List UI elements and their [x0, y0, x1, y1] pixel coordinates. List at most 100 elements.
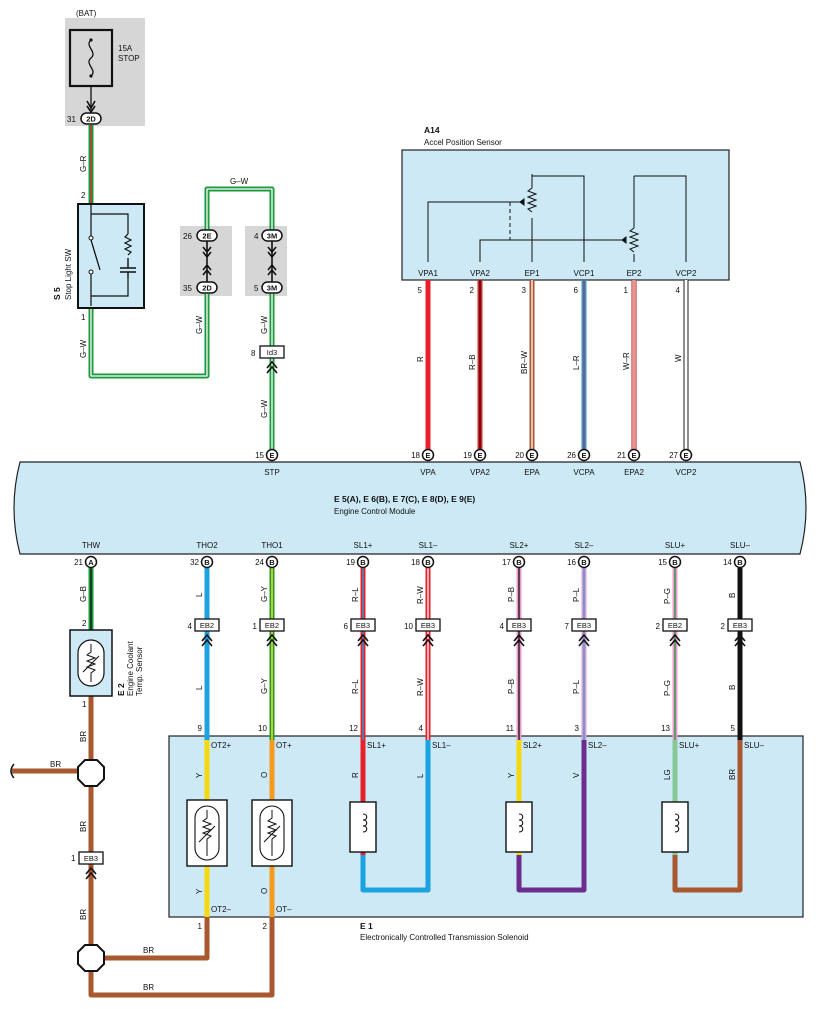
svg-text:35: 35 — [183, 284, 192, 293]
accel-sensor-box — [401, 149, 730, 281]
junction-2e-arrows — [202, 241, 212, 283]
solenoid-code: E 1 — [360, 921, 373, 931]
ecm-bottom-label: SL1+ — [354, 541, 373, 550]
lbl-g-w-2: G–W — [195, 315, 204, 334]
connector-35-2d: 2D 35 — [183, 281, 218, 294]
ecm-bottom-pin-number: 15 — [658, 558, 667, 567]
svg-text:EB3: EB3 — [84, 854, 98, 863]
svg-text:26: 26 — [183, 232, 192, 241]
eb-connector-name: EB2 — [668, 621, 682, 630]
ecm-top-pin-circle — [473, 448, 487, 462]
eb-connector-pin: 4 — [500, 622, 505, 631]
ecm-top-pin: E18 — [411, 448, 435, 462]
lbl-y-sol: Y — [507, 772, 516, 778]
lbl-p-b-1: P–B — [507, 587, 516, 602]
ecm-bottom-pin: B14 — [723, 555, 747, 569]
ecm-top-pins: E15STPE18VPAE19VPA2E20EPAE26VCPAE21EPA2E… — [255, 448, 697, 477]
connector-4-3m: 3M 4 — [254, 229, 283, 242]
ot-thermistor-glyph — [263, 810, 281, 856]
solenoid-bottom-label: OT– — [276, 905, 292, 914]
ecm-top-label: STP — [264, 468, 280, 477]
ecm-top-label: VPA — [420, 468, 436, 477]
ecm-top-pin-number: 20 — [515, 451, 524, 460]
lbl-r-w-2: R–W — [416, 678, 425, 696]
lbl-p-g-1: P–G — [663, 588, 672, 604]
lbl-w: W — [674, 354, 683, 362]
eb-connector-box — [571, 618, 597, 632]
ot2-thermistor-glyph — [198, 810, 216, 856]
ecm-top-label: VPA2 — [470, 468, 490, 477]
lbl-y-1: Y — [195, 772, 204, 778]
ecm-top-pin-conn: E — [683, 451, 688, 460]
lbl-p-b-2: P–B — [507, 679, 516, 694]
lbl-g-y-2: G–Y — [260, 677, 269, 694]
stop-light-switch — [77, 203, 145, 309]
ecm-bottom-label: SL1– — [419, 541, 438, 550]
accel-term-pin: 2 — [470, 286, 475, 295]
ecm-bottom-label: THO2 — [196, 541, 218, 550]
ecm-top-label: VCP2 — [676, 468, 697, 477]
accel-term-pin: 4 — [676, 286, 681, 295]
capacitor-icon — [120, 258, 136, 278]
fuse-end-top — [89, 38, 93, 42]
fuse-source: (BAT) — [76, 9, 97, 18]
eb-arrow-icon — [201, 633, 213, 647]
eb-connector-name: EB3 — [421, 621, 435, 630]
connector-26-2e: 2E 26 — [183, 229, 218, 242]
solenoid-top-label: OT+ — [276, 741, 292, 750]
ecm-top-pin-circle — [627, 448, 641, 462]
accel-term-pin: 6 — [574, 286, 579, 295]
svg-text:3M: 3M — [267, 232, 277, 241]
ecm-bottom-pin-circle — [668, 555, 682, 569]
wire-br-ot — [88, 917, 275, 998]
slu-coil-icon — [661, 801, 689, 853]
ecm-bottom-label: THW — [82, 541, 101, 550]
splice-upper — [77, 759, 105, 787]
ecm-top-pin-number: 15 — [255, 451, 264, 460]
stop-switch-name: Stop Light SW — [64, 248, 73, 300]
eb-connector-pin: 4 — [188, 622, 193, 631]
lbl-g-w-top: G–W — [230, 177, 249, 186]
lbl-br-w: BR–W — [520, 350, 529, 374]
eb-connector-box — [506, 618, 532, 632]
eb-arrow-icon — [513, 633, 525, 647]
resistor-icon — [123, 233, 133, 256]
ecm-top-label: EPA2 — [624, 468, 644, 477]
lbl-l-1: L — [195, 592, 204, 597]
lbl-br-3: BR — [79, 909, 88, 920]
ecm-bottom-pin-circle — [356, 555, 370, 569]
ecm-bottom-pin-circle — [84, 555, 98, 569]
ecm-bottom-pin-number: 32 — [190, 558, 199, 567]
ecm-top-pin: E20 — [515, 448, 539, 462]
accel-term-pin: 1 — [624, 286, 629, 295]
solenoid-top-pin: 10 — [258, 724, 267, 733]
accel-sensor-name: Accel Position Sensor — [424, 138, 502, 147]
ecm-codes: E 5(A), E 6(B), E 7(C), E 8(D), E 9(E) — [334, 494, 475, 504]
ecm-bottom-label: SLU+ — [665, 541, 686, 550]
coolant-pin-bottom: 1 — [82, 700, 87, 709]
ecm-bottom-pin-conn: B — [269, 558, 275, 567]
ecm-bottom-pin-conn: B — [425, 558, 431, 567]
solenoid-top-terminals: 9OT2+10OT+12SL1+4SL1–11SL2+3SL2–13SLU+5S… — [198, 724, 765, 750]
splice-lower — [77, 944, 105, 972]
stop-switch-pin-bottom: 1 — [81, 313, 86, 322]
coolant-thermistor-glyph — [82, 644, 100, 682]
ecm-top-pin-circle — [525, 448, 539, 462]
ecm-bottom-pin-circle — [265, 555, 279, 569]
lbl-r-l-1: R–L — [351, 587, 360, 602]
eb-connector-name: EB3 — [577, 621, 591, 630]
wire-sl2-v — [516, 740, 587, 893]
svg-text:2D: 2D — [86, 115, 96, 124]
switch-contact-b — [88, 269, 94, 275]
fuse-element-icon — [88, 39, 94, 77]
eb-connector-pin: 2 — [721, 622, 726, 631]
accel-term-label: VCP2 — [676, 269, 697, 278]
coolant-name-2: Temp. Sensor — [135, 646, 144, 696]
lbl-br-ot2: BR — [143, 946, 154, 955]
lbl-r: R — [416, 356, 425, 362]
solenoid-top-pin: 3 — [575, 724, 580, 733]
ecm-top-pin: E15 — [255, 448, 279, 462]
